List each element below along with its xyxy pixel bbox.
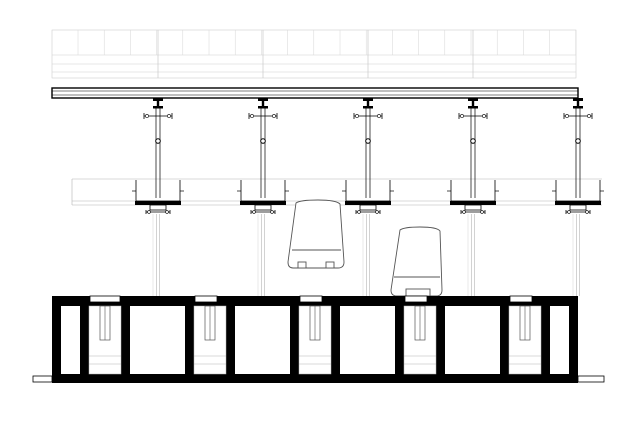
hanger-3 [342,98,394,296]
lower-clamp [464,204,482,211]
bolt [567,210,571,214]
bolt [460,114,464,118]
piers [52,305,578,375]
pier-5 [500,305,550,375]
hanger-flange-top [258,98,268,101]
beam-seat [194,295,218,303]
beam-seat [89,295,121,303]
hanger-joint [575,138,581,144]
bolt [167,114,171,118]
hanger-flange-bottom [573,106,583,109]
hanger-joint [260,138,266,144]
hanger-flange-bottom [363,106,373,109]
bolt [250,114,254,118]
bolt [375,210,379,214]
pier-leg [121,306,130,374]
tray-base [240,201,286,205]
lower-clamp [149,204,167,211]
hanger-web [366,101,370,107]
pier-2 [185,305,235,375]
beam-seat [404,295,428,303]
bolt [145,114,149,118]
cable-tray [450,180,496,202]
tray-base [450,201,496,205]
cable-tray [135,180,181,202]
hanger-flange-top [573,98,583,101]
hanger-flange-top [468,98,478,101]
bolt [252,210,256,214]
end-wall-right [569,306,578,374]
hanger-joint [155,138,161,144]
facade-bay-lines [157,30,474,78]
bolt [357,210,361,214]
tray-base [135,201,181,205]
pier-leg [541,306,550,374]
hanger-joint [365,138,371,144]
bolt [480,210,484,214]
beam-seat [509,295,533,303]
pier-leg [500,306,509,374]
hanger-assemblies [132,98,604,296]
bolt [270,210,274,214]
hanger-1 [132,98,184,296]
hanger-5 [552,98,604,296]
pier-leg [331,306,340,374]
hanger-4 [447,98,499,296]
hanger-flange-bottom [258,106,268,109]
hanger-flange-bottom [153,106,163,109]
pier-3 [290,305,340,375]
pier-leg [185,306,194,374]
bolt [272,114,276,118]
tray-base [345,201,391,205]
pier-leg [80,306,89,374]
pier-4 [395,305,445,375]
vehicle-left [287,199,345,269]
hanger-joint [470,138,476,144]
bolt [355,114,359,118]
bolt [462,210,466,214]
bolt [585,210,589,214]
bolt [147,210,151,214]
bolt [565,114,569,118]
bolt [482,114,486,118]
lower-clamp [254,204,272,211]
cable-tray [240,180,286,202]
end-wall-left [52,306,61,374]
hanger-flange-bottom [468,106,478,109]
cable-tray [345,180,391,202]
vehicle-right [390,226,443,297]
pier-leg [290,306,299,374]
hanger-2 [237,98,289,296]
pier-1 [80,305,130,375]
lower-clamp [359,204,377,211]
hanger-web [576,101,580,107]
hanger-web [471,101,475,107]
hanger-flange-top [363,98,373,101]
bolt [377,114,381,118]
main-beam [51,87,579,99]
lower-slab [52,374,578,383]
hanger-web [261,101,265,107]
hanger-web [156,101,160,107]
bolt [587,114,591,118]
tray-base [555,201,601,205]
hanger-flange-top [153,98,163,101]
lower-clamp [569,204,587,211]
beam-seat [299,295,323,303]
pier-leg [395,306,404,374]
pier-leg [226,306,235,374]
beam-seats [89,295,533,303]
bolt [165,210,169,214]
facade-mullions [77,30,577,55]
pier-leg [436,306,445,374]
cable-tray [555,180,601,202]
